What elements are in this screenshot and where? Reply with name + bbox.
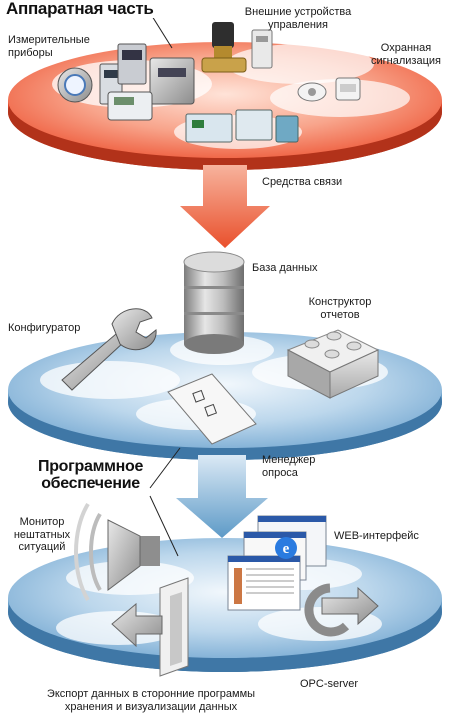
measuring-devices-label: Измерительные приборы [8,34,90,59]
opc-server-label: OPC-server [300,678,359,690]
svg-text:e: e [283,541,290,557]
configurator-wrench-icon [61,308,157,391]
alert-monitor-label: Монитор нештатных ситуаций [13,516,71,553]
measuring-devices-icon [57,43,195,121]
alert-monitor-speaker-icon [74,502,160,602]
security-alarm-label: Охранная сигнализация [371,42,441,67]
report-builder-label: Конструктор отчетов [308,296,372,321]
configurator-label: Конфигуратор [8,322,81,334]
report-builder-brick-icon [286,329,380,399]
web-interface-label: WEB-интерфейс [334,530,419,542]
software-title-connector [149,447,181,489]
security-alarm-icon [297,77,361,102]
communication-label: Средства связи [262,176,343,188]
software-arrow [176,455,268,538]
communication-arrow [180,165,270,248]
controller-modules-icon [185,109,299,143]
software-section-title: Программное обеспечение [38,458,144,492]
external-devices-label: Внешние устройства управления [244,6,352,31]
hardware-title-connector [151,15,173,49]
data-export-label: Экспорт данных в сторонние программы хра… [46,688,256,713]
hardware-section-title: Аппаратная часть [2,0,158,18]
external-control-devices-icon [201,22,273,73]
opc-server-icon [304,583,379,637]
software-title-connector-2 [149,495,179,557]
poll-manager-checklist-icon [167,373,257,445]
database-label: База данных [252,262,318,274]
web-interface-screens-icon: e [227,515,327,611]
poll-manager-label: Менеджер опроса [262,454,316,479]
database-icon [183,251,245,354]
data-export-arrow-icon [111,577,189,677]
